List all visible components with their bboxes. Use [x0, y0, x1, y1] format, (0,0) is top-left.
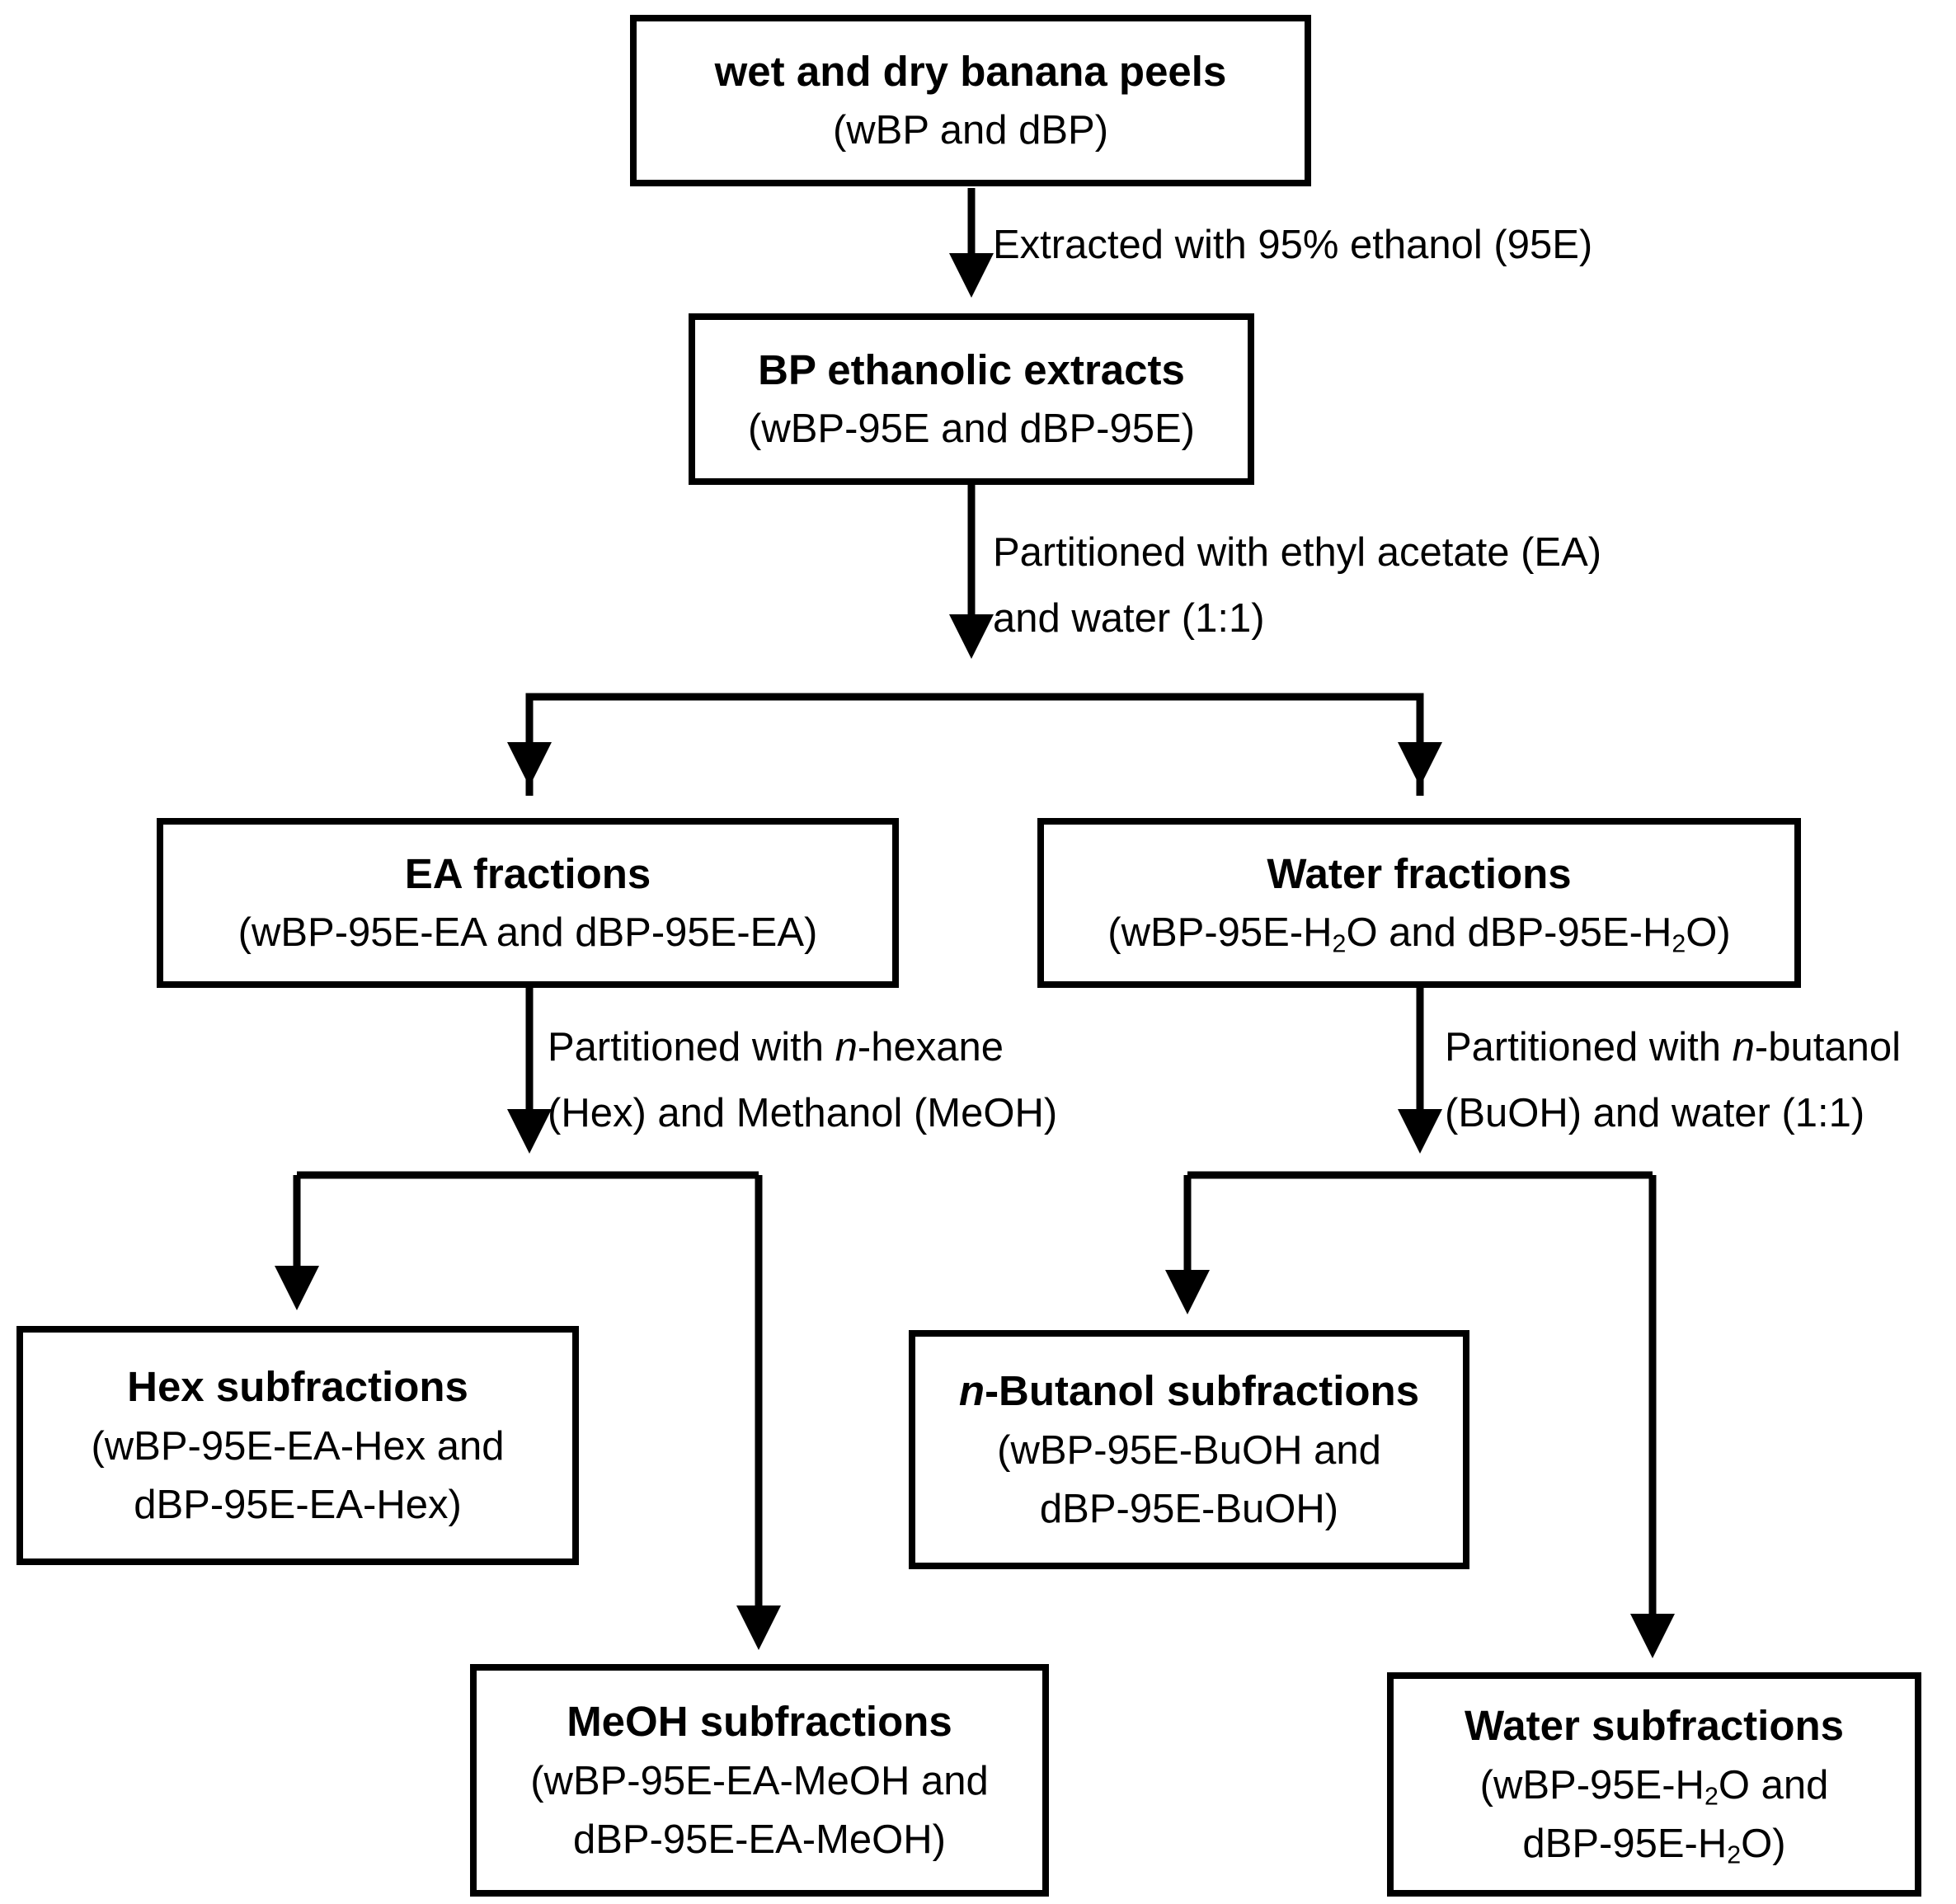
box-title: wet and dry banana peels	[714, 47, 1227, 95]
note-partition-ea: Partitioned with ethyl acetate (EA) and …	[993, 519, 1601, 651]
box-water-fractions: Water fractions (wBP-95E-H2O and dBP-95E…	[1037, 818, 1801, 988]
note-line: Extracted with 95% ethanol (95E)	[993, 223, 1593, 267]
box-ethanolic-extracts: BP ethanolic extracts (wBP-95E and dBP-9…	[689, 313, 1254, 485]
box-subtitle: (wBP-95E-H2O and dBP-95E-H2O)	[1107, 910, 1731, 959]
note-line: Partitioned with n-hexane	[548, 1025, 1004, 1070]
split-line-main	[525, 693, 1424, 796]
box-title: BP ethanolic extracts	[758, 346, 1185, 393]
box-hex-subfractions: Hex subfractions (wBP-95E-EA-Hex and dBP…	[16, 1326, 579, 1565]
note-partition-hexane: Partitioned with n-hexane (Hex) and Meth…	[548, 1014, 1057, 1146]
box-title: Water subfractions	[1464, 1701, 1845, 1749]
note-partition-butanol: Partitioned with n-butanol (BuOH) and wa…	[1445, 1014, 1901, 1146]
box-subtitle: dBP-95E-EA-MeOH)	[572, 1817, 946, 1862]
note-line: Partitioned with n-butanol	[1445, 1025, 1901, 1070]
note-line: and water (1:1)	[993, 596, 1265, 641]
box-meoh-subfractions: MeOH subfractions (wBP-95E-EA-MeOH and d…	[470, 1664, 1049, 1897]
box-banana-peels: wet and dry banana peels (wBP and dBP)	[630, 15, 1311, 186]
note-line: Partitioned with ethyl acetate (EA)	[993, 530, 1602, 575]
box-subtitle: (wBP-95E-EA-Hex and	[91, 1423, 505, 1469]
box-subtitle: (wBP-95E-H2O and	[1479, 1762, 1829, 1811]
box-subtitle: (wBP-95E-EA-MeOH and	[530, 1758, 989, 1803]
box-subtitle: dBP-95E-H2O)	[1522, 1821, 1786, 1869]
box-subtitle: (wBP and dBP)	[832, 108, 1109, 153]
box-subtitle: (wBP-95E-EA and dBP-95E-EA)	[237, 910, 818, 956]
box-subtitle: (wBP-95E-BuOH and	[997, 1427, 1381, 1473]
note-line: (BuOH) and water (1:1)	[1445, 1091, 1865, 1135]
note-extraction: Extracted with 95% ethanol (95E)	[993, 212, 1592, 278]
box-water-subfractions: Water subfractions (wBP-95E-H2O and dBP-…	[1387, 1672, 1921, 1897]
box-subtitle: dBP-95E-EA-Hex)	[134, 1482, 462, 1527]
box-title: MeOH subfractions	[567, 1697, 952, 1745]
box-title: EA fractions	[404, 849, 651, 897]
box-title: Water fractions	[1267, 849, 1572, 897]
box-ea-fractions: EA fractions (wBP-95E-EA and dBP-95E-EA)	[157, 818, 899, 988]
box-butanol-subfractions: n-Butanol subfractions (wBP-95E-BuOH and…	[909, 1330, 1469, 1569]
box-subtitle: dBP-95E-BuOH)	[1039, 1486, 1339, 1531]
note-line: (Hex) and Methanol (MeOH)	[548, 1091, 1058, 1135]
box-title: n-Butanol subfractions	[958, 1366, 1420, 1414]
box-subtitle: (wBP-95E and dBP-95E)	[748, 407, 1195, 452]
box-title: Hex subfractions	[127, 1362, 468, 1410]
